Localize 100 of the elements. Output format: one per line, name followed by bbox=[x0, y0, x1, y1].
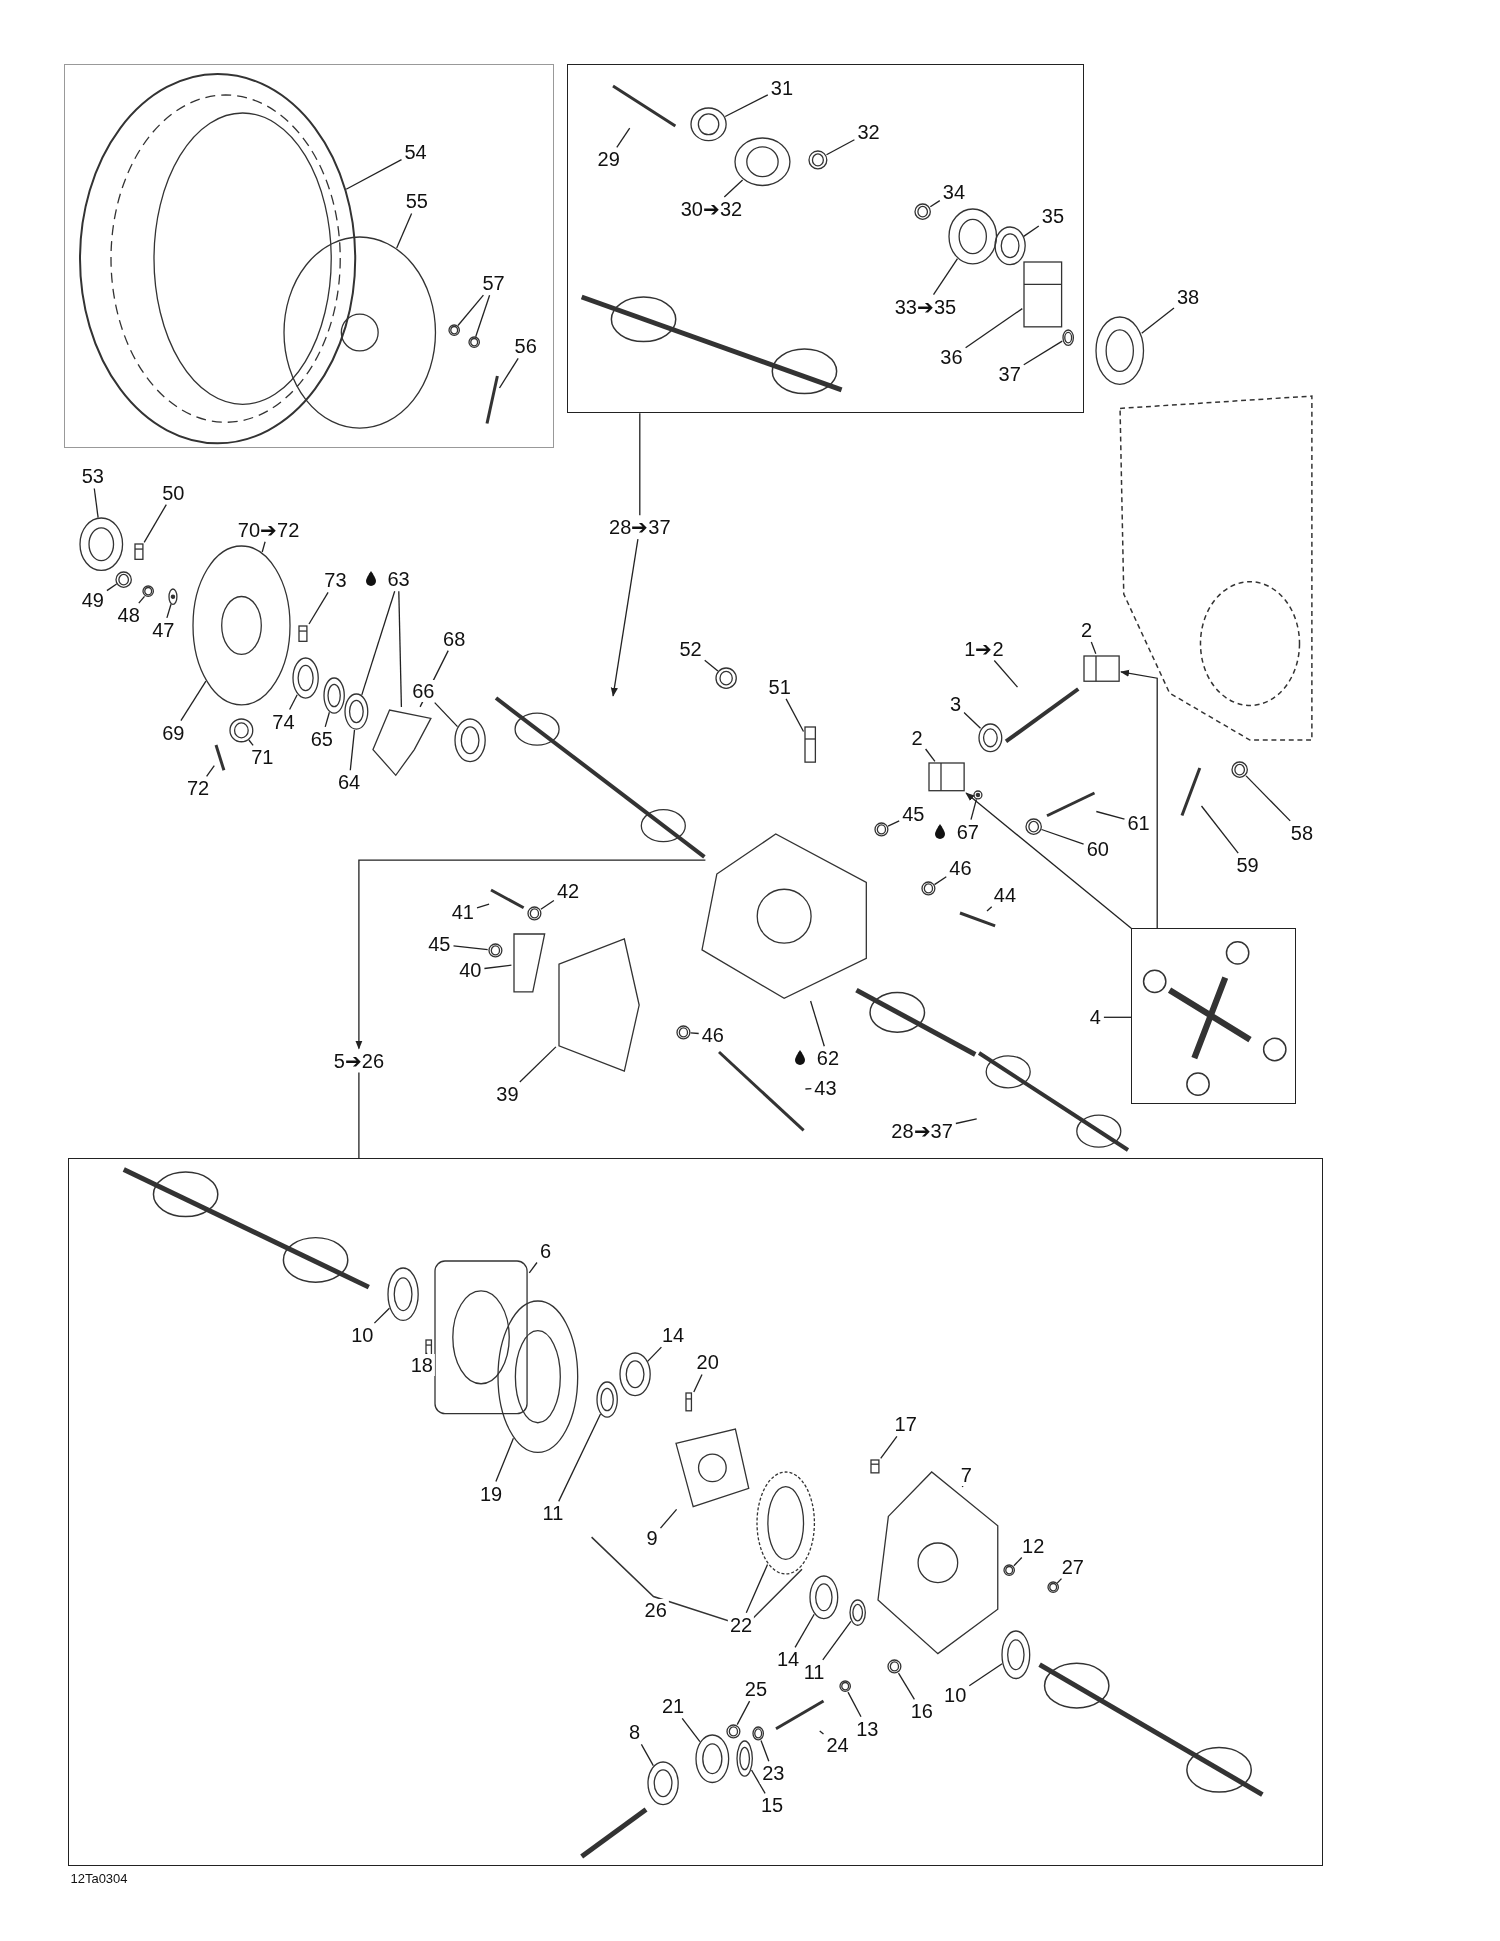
nut-drawing bbox=[887, 1659, 902, 1675]
leader-line bbox=[1090, 641, 1097, 655]
leader-line bbox=[457, 294, 485, 327]
inset-frame bbox=[68, 1158, 1323, 1867]
inset-frame bbox=[1131, 928, 1296, 1104]
leader-line bbox=[166, 603, 172, 619]
nut-drawing bbox=[467, 336, 480, 349]
nut-drawing bbox=[487, 943, 503, 958]
leader-line bbox=[106, 583, 118, 592]
stud-drawing bbox=[486, 374, 499, 425]
arrow bbox=[610, 538, 639, 697]
ring-drawing bbox=[1061, 328, 1074, 347]
inset-frame bbox=[566, 64, 1085, 414]
leader-line bbox=[704, 659, 719, 672]
washer-drawing bbox=[752, 1726, 765, 1742]
bolt-drawing bbox=[959, 912, 997, 927]
leader-line bbox=[1013, 1556, 1023, 1567]
leader-line bbox=[452, 945, 489, 951]
ring-drawing bbox=[323, 676, 346, 715]
leader-line bbox=[475, 294, 491, 338]
leader-line bbox=[924, 748, 936, 763]
leader-line bbox=[308, 591, 329, 625]
leader-line bbox=[970, 798, 978, 821]
ring-gear-drawing bbox=[755, 1471, 816, 1576]
spacer-drawing bbox=[726, 1723, 742, 1739]
hub-drawing bbox=[228, 717, 254, 743]
seal-drawing bbox=[387, 1267, 420, 1322]
boot-drawing bbox=[977, 722, 1003, 753]
joint-drawing bbox=[1023, 260, 1063, 328]
ring-drawing bbox=[838, 1680, 852, 1693]
leader-line bbox=[822, 1620, 852, 1661]
sleeve-drawing bbox=[79, 517, 124, 572]
screw-drawing bbox=[1003, 1564, 1016, 1577]
leader-line bbox=[288, 694, 298, 711]
washer-drawing bbox=[675, 1024, 691, 1040]
leader-line bbox=[205, 765, 215, 778]
boot-drawing bbox=[733, 137, 791, 187]
bearing-drawing bbox=[695, 1733, 730, 1784]
tire-drawing bbox=[78, 72, 357, 445]
leader-line bbox=[794, 1613, 815, 1649]
ring-drawing bbox=[454, 717, 487, 763]
screw-drawing bbox=[298, 625, 309, 643]
leader-line bbox=[964, 307, 1023, 349]
leader-line bbox=[143, 503, 167, 543]
leader-line bbox=[986, 906, 993, 912]
nut-drawing bbox=[447, 324, 461, 337]
leader-line bbox=[248, 739, 254, 747]
leader-line bbox=[261, 541, 266, 553]
grease-fitting-drawing bbox=[972, 789, 983, 800]
leader-line bbox=[1095, 810, 1126, 820]
ring-drawing bbox=[1095, 315, 1145, 385]
arrow bbox=[355, 859, 707, 1050]
bearing-drawing bbox=[809, 1575, 839, 1620]
o-ring-drawing bbox=[497, 1300, 579, 1454]
leader-line bbox=[434, 701, 459, 728]
leader-line bbox=[880, 1435, 898, 1459]
clamp-drawing bbox=[914, 202, 932, 220]
leader-line bbox=[1103, 1016, 1132, 1018]
washer-drawing bbox=[1024, 818, 1043, 836]
leader-line bbox=[659, 1508, 678, 1529]
breather-drawing bbox=[804, 726, 817, 764]
bearing-drawing bbox=[292, 657, 320, 700]
drive-shaft-drawing bbox=[495, 696, 706, 858]
leader-line bbox=[1200, 805, 1239, 854]
brake-disc-drawing bbox=[191, 544, 291, 706]
leader-line bbox=[483, 964, 513, 970]
plate-drawing bbox=[556, 936, 642, 1073]
gear-housing-drawing bbox=[876, 1470, 1000, 1656]
pin-drawing bbox=[133, 543, 144, 561]
leader-line bbox=[750, 1769, 766, 1795]
screw-drawing bbox=[425, 1338, 433, 1357]
clamp-drawing bbox=[807, 149, 828, 170]
leader-line bbox=[968, 1663, 1003, 1687]
knuckle-drawing bbox=[371, 707, 434, 778]
bearing-drawing bbox=[344, 693, 369, 731]
leader-line bbox=[933, 876, 947, 886]
nut-drawing bbox=[115, 570, 133, 588]
screw-drawing bbox=[685, 1392, 693, 1412]
shaft-end-drawing bbox=[612, 85, 677, 128]
leader-line bbox=[993, 659, 1019, 688]
callout-number: 66 bbox=[410, 679, 437, 702]
leader-line bbox=[723, 179, 744, 198]
leader-line bbox=[558, 1413, 602, 1503]
plug-drawing bbox=[1046, 1581, 1060, 1594]
bolt-drawing bbox=[490, 888, 525, 909]
leader-line bbox=[745, 1563, 769, 1614]
shim-drawing bbox=[596, 1380, 619, 1419]
leader-line bbox=[736, 1700, 751, 1726]
leader-line bbox=[180, 680, 207, 722]
washer-drawing bbox=[1231, 761, 1249, 779]
leader-line bbox=[825, 139, 856, 156]
drive-shaft-drawing bbox=[977, 1051, 1129, 1151]
leader-line bbox=[138, 595, 146, 604]
shim-drawing bbox=[848, 1598, 867, 1626]
leader-line bbox=[373, 1307, 391, 1324]
washer-drawing bbox=[920, 881, 936, 897]
leader-line bbox=[1056, 1577, 1063, 1584]
leader-line bbox=[963, 711, 982, 729]
cover-drawing bbox=[434, 1260, 529, 1415]
leader-line bbox=[689, 1032, 700, 1035]
